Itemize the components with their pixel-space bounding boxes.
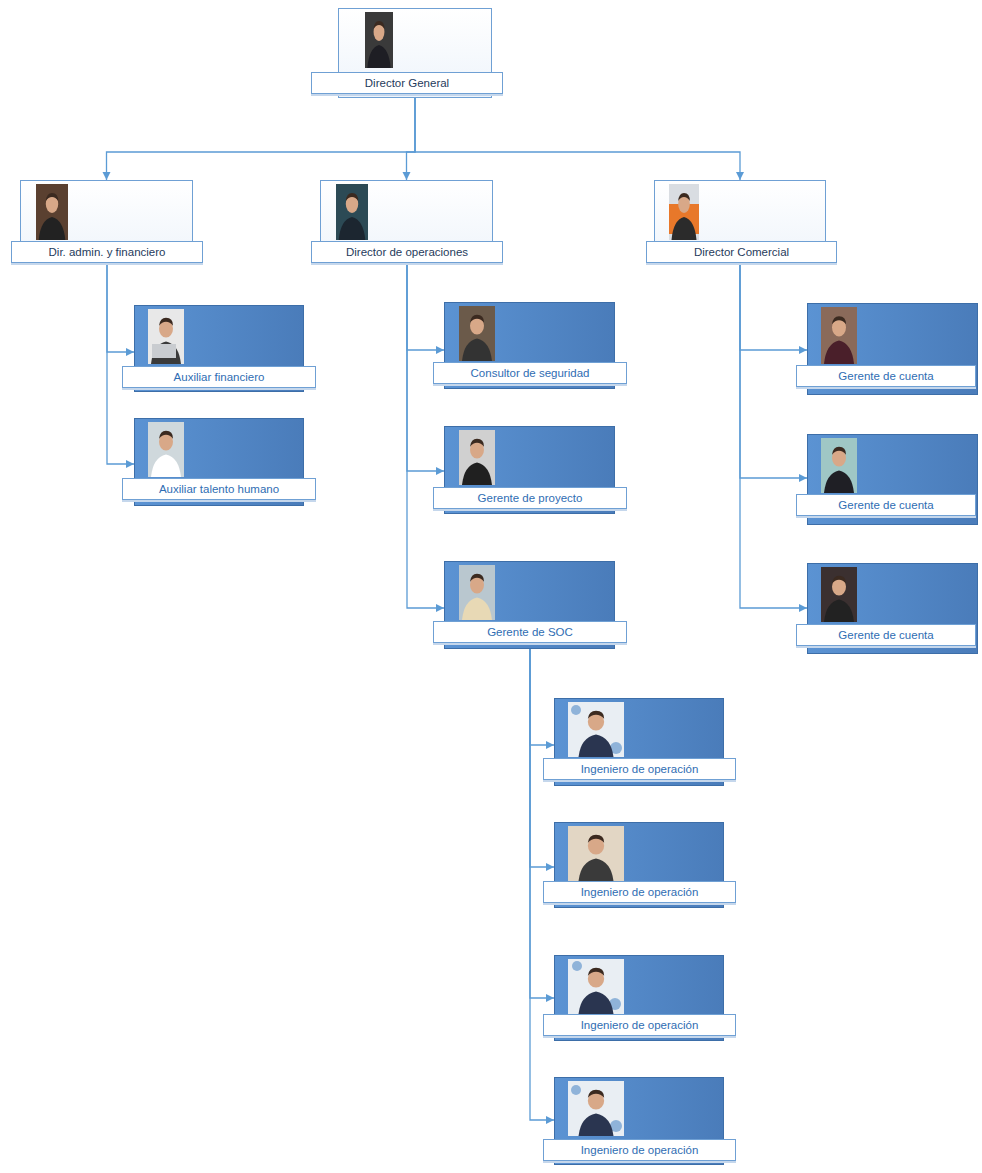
position-title: Gerente de cuenta (838, 370, 933, 382)
photo (821, 567, 857, 622)
title-ribbon: Gerente de cuenta (796, 365, 976, 387)
photo (568, 959, 624, 1014)
title-ribbon: Auxiliar talento humano (122, 478, 316, 500)
position-title: Consultor de seguridad (471, 367, 590, 379)
title-ribbon: Ingeniero de operación (543, 1139, 736, 1161)
title-ribbon: Gerente de cuenta (796, 624, 976, 646)
reporting-line (530, 649, 554, 745)
photo (36, 184, 68, 240)
photo (669, 184, 699, 240)
photo (821, 438, 857, 493)
reporting-line (407, 265, 444, 350)
title-ribbon: Director Comercial (646, 241, 837, 263)
photo (459, 306, 495, 361)
reporting-line (530, 649, 554, 998)
reporting-line (407, 98, 416, 180)
position-title: Dir. admin. y financiero (49, 246, 166, 258)
photo (568, 826, 624, 881)
reporting-line (107, 265, 134, 464)
title-ribbon: Ingeniero de operación (543, 1014, 736, 1036)
reporting-line (407, 265, 444, 608)
title-ribbon: Director de operaciones (311, 241, 503, 263)
reporting-line (107, 265, 134, 352)
title-ribbon: Gerente de SOC (433, 621, 627, 643)
position-title: Director de operaciones (346, 246, 468, 258)
position-title: Director General (365, 77, 449, 89)
photo (336, 184, 368, 240)
photo (459, 565, 495, 620)
photo (821, 307, 857, 364)
reporting-line (107, 98, 416, 180)
title-ribbon: Consultor de seguridad (433, 362, 627, 384)
position-title: Auxiliar talento humano (159, 483, 279, 495)
photo (148, 309, 184, 364)
position-title: Auxiliar financiero (174, 371, 265, 383)
title-ribbon: Gerente de proyecto (433, 487, 627, 509)
position-title: Gerente de proyecto (478, 492, 583, 504)
photo (568, 702, 624, 757)
photo (148, 422, 184, 477)
title-ribbon: Auxiliar financiero (122, 366, 316, 388)
position-title: Gerente de cuenta (838, 499, 933, 511)
position-title: Gerente de cuenta (838, 629, 933, 641)
position-title: Director Comercial (694, 246, 789, 258)
title-ribbon: Ingeniero de operación (543, 758, 736, 780)
photo (568, 1081, 624, 1136)
photo (365, 12, 393, 68)
title-ribbon: Gerente de cuenta (796, 494, 976, 516)
photo (459, 430, 495, 485)
position-title: Gerente de SOC (487, 626, 573, 638)
position-title: Ingeniero de operación (581, 1019, 699, 1031)
reporting-line (740, 265, 807, 608)
reporting-line (415, 98, 740, 180)
title-ribbon: Ingeniero de operación (543, 881, 736, 903)
position-title: Ingeniero de operación (581, 1144, 699, 1156)
reporting-line (740, 265, 807, 350)
position-title: Ingeniero de operación (581, 886, 699, 898)
title-ribbon: Director General (311, 72, 503, 94)
org-position: Director General (311, 8, 503, 98)
position-title: Ingeniero de operación (581, 763, 699, 775)
title-ribbon: Dir. admin. y financiero (11, 241, 203, 263)
